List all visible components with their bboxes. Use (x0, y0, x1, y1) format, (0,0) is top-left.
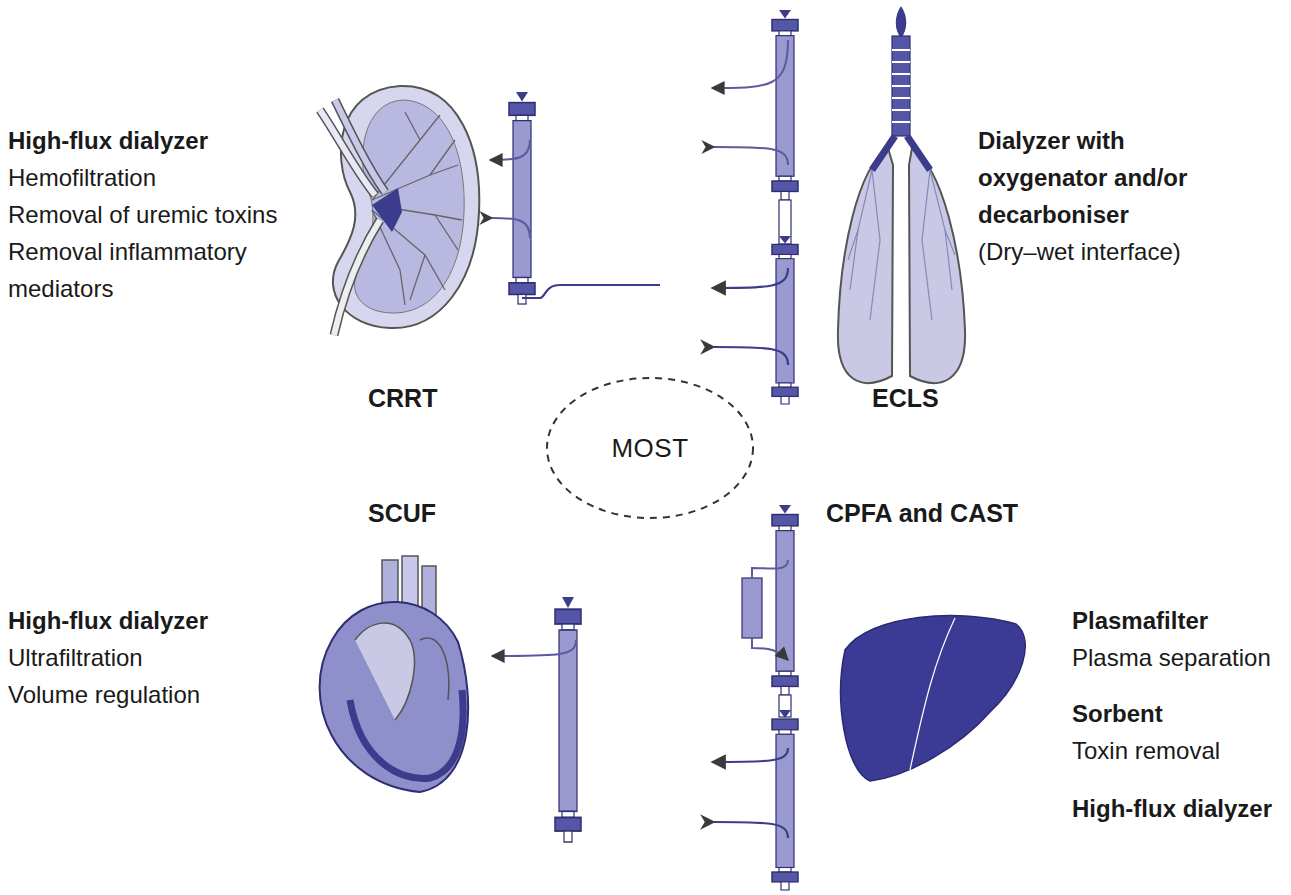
heading-label: High-flux dialyzer (1072, 790, 1272, 827)
heading-label: High-flux dialyzer (8, 602, 208, 639)
text-label: Removal inflammatory mediators (8, 233, 300, 307)
dialyzer-cartridge (492, 597, 581, 842)
heading-label: Sorbent (1072, 695, 1163, 732)
heading-label: High-flux dialyzer (8, 122, 208, 159)
text-label: (Dry–wet interface) (978, 233, 1181, 270)
text-label: Toxin removal (1072, 732, 1220, 769)
heading-label: CPFA and CAST (826, 495, 1018, 532)
text-label: Plasma separation (1072, 639, 1271, 676)
heart-illustration (320, 556, 469, 792)
plasmafilter-cartridge (712, 505, 798, 890)
text-label: Hemofiltration (8, 159, 156, 196)
heading-label: SCUF (368, 495, 436, 532)
lung-illustration (838, 6, 965, 383)
dialyzer-cartridge (490, 92, 660, 304)
liver-lobe-line (910, 618, 955, 770)
heading-label: Plasmafilter (1072, 602, 1208, 639)
dashed-ellipse: MOST (545, 376, 755, 520)
text-label: Ultrafiltration (8, 639, 143, 676)
heading-label: ECLS (872, 380, 939, 417)
heading-label: Dialyzer with oxygenator and/or decarbon… (978, 122, 1230, 233)
node-label: MOST (611, 433, 688, 464)
heading-label: CRRT (368, 380, 437, 417)
oxygenator-cartridge (712, 10, 798, 404)
text-label: Removal of uremic toxins (8, 196, 277, 233)
kidney-illustration (320, 86, 479, 335)
text-label: Volume regulation (8, 676, 200, 713)
liver-illustration (841, 616, 1026, 781)
